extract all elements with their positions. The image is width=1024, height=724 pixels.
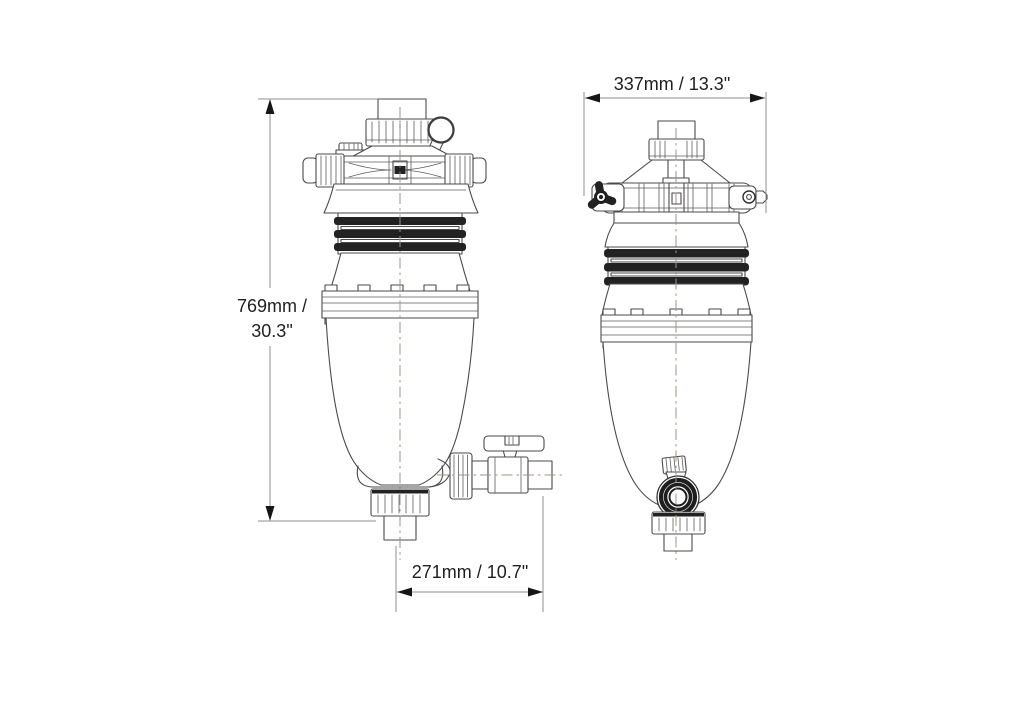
screw-fitting (728, 185, 768, 210)
arrow-right-icon (750, 93, 765, 103)
arrow-right-icon (528, 587, 543, 597)
head-skirt (323, 183, 479, 214)
air-release-cap (365, 98, 439, 147)
dimension-width-bottom: 271mm / 10.7" (395, 496, 544, 612)
dimension-width-top: 337mm / 13.3" (583, 74, 767, 213)
side-view (587, 120, 768, 560)
front-view (302, 98, 565, 560)
arrow-up-icon (265, 99, 275, 114)
side-body-shoulder (604, 222, 749, 248)
tri-lobe-knob (587, 181, 625, 212)
top-width-dimension-label: 337mm / 13.3" (614, 74, 730, 94)
inlet-port-collar (315, 153, 345, 188)
outlet-port-collar (444, 153, 474, 188)
height-dimension-label-line1: 769mm / (237, 296, 307, 316)
drain-ball-valve (428, 435, 565, 500)
union-nut (449, 452, 473, 500)
height-dimension-label-line2: 30.3" (251, 321, 292, 341)
bottom-width-dimension-label: 271mm / 10.7" (412, 562, 528, 582)
side-bottom-collar (651, 511, 706, 535)
head-manifold (302, 153, 487, 188)
side-bottom-stub (663, 533, 693, 552)
arrow-down-icon (265, 506, 275, 521)
valve-handle (483, 435, 545, 452)
arrow-left-icon (397, 587, 412, 597)
side-drain-valve-end (651, 455, 706, 552)
arrow-left-icon (585, 93, 600, 103)
dimension-height: 769mm / 30.3" (237, 98, 378, 522)
